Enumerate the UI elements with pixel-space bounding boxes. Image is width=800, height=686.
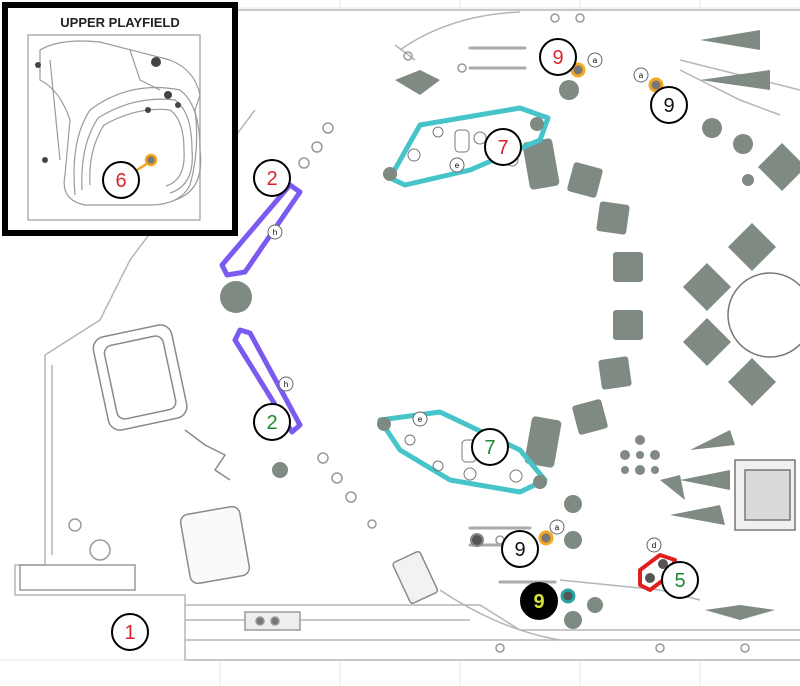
slingshot-lower [377,409,548,495]
tag-a1: a [587,52,603,68]
callout-number: 6 [115,170,126,192]
small-posts [298,13,750,653]
callout-c9-bottom: 9 [501,530,539,568]
left-lane-guide [92,324,439,604]
tag-h1-text: h [273,228,277,237]
callouts: 2 2 7 7 9 9 9 9 5 1 6 [102,38,699,651]
flipper-upper [219,182,303,278]
inset-line-art [27,34,202,221]
callout-circle [484,128,522,166]
callout-circle [520,582,558,620]
callout-number: 9 [514,539,525,561]
tag-a2: a [633,67,649,83]
callout-c9-top-left: 9 [539,38,577,76]
tag-h1: h [267,224,283,240]
tag-e1: e [449,157,465,173]
callout-circle [111,613,149,651]
callout-c2-top: 2 [253,159,291,197]
callout-c5: 5 [661,561,699,599]
callout-circle [661,561,699,599]
tag-e2: e [412,411,428,427]
tag-a3: a [549,519,565,535]
tag-e2-text: e [418,415,423,424]
tag-a1-text: a [593,56,598,65]
callout-number: 9 [533,591,544,613]
tag-h2: h [278,376,294,392]
apron [19,518,301,631]
inset-highlighted-post [144,153,158,167]
tag-d1: d [646,537,662,553]
callout-circle [253,403,291,441]
part-letter-tags: h h e e a a a d [267,52,662,553]
tag-e1-text: e [455,161,460,170]
callout-c7-bottom: 7 [471,428,509,466]
callout-circle [501,530,539,568]
posts [220,70,775,629]
callout-number: 2 [266,168,277,190]
callout-number: 2 [266,412,277,434]
callout-c7-top: 7 [484,128,522,166]
insert-ring [522,138,643,468]
tag-a3-text: a [555,523,560,532]
callout-circle [253,159,291,197]
highlighted-posts [470,62,664,604]
callout-circle [102,161,140,199]
callout-number: 7 [497,137,508,159]
inset-parts [35,57,181,163]
callout-c2-bottom: 2 [253,403,291,441]
inset-title: UPPER PLAYFIELD [60,15,179,30]
callout-c6: 6 [102,161,140,199]
right-saucer [727,272,800,531]
callout-number: 7 [484,437,495,459]
tag-h2-text: h [284,380,288,389]
callout-circle [471,428,509,466]
flipper-lower [232,327,303,435]
tag-a2-text: a [639,71,644,80]
callout-c9-top-right: 9 [650,86,688,124]
callout-circle [539,38,577,76]
callout-number: 5 [674,570,685,592]
callout-number: 9 [552,47,563,69]
callout-c9-black: 9 [520,582,558,620]
slingshot-upper [383,105,551,188]
callout-number: 9 [663,95,674,117]
callout-c1: 1 [111,613,149,651]
tag-d1-text: d [652,541,656,550]
callout-circle [650,86,688,124]
right-inserts [660,30,800,525]
callout-number: 1 [124,622,135,644]
